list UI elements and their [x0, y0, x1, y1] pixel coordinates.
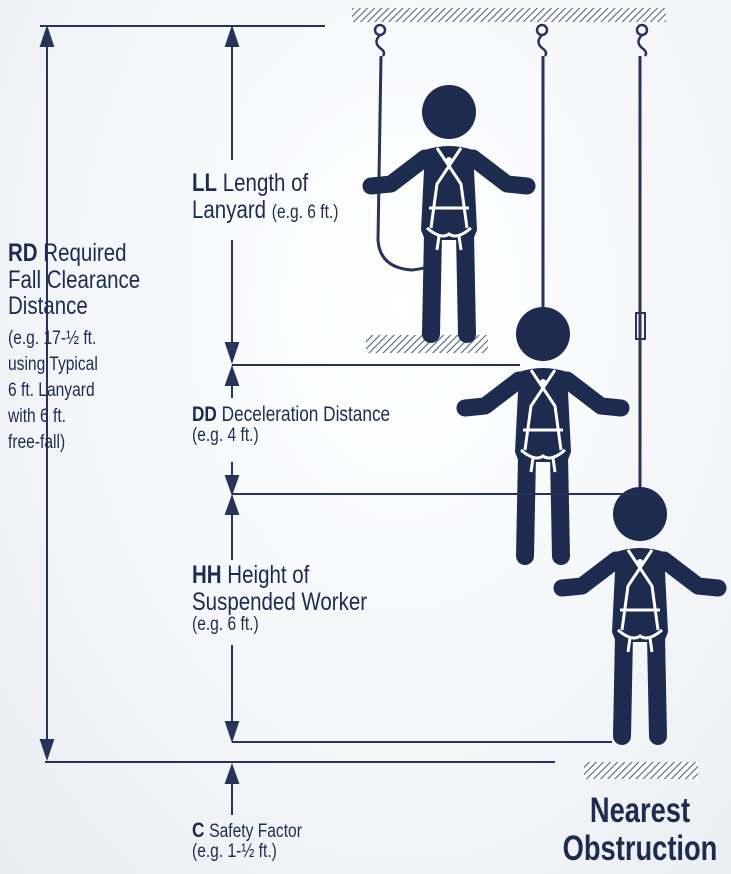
- ll-line1: Length of: [222, 169, 309, 197]
- shock-absorber: [635, 312, 646, 340]
- ll-code: LL: [192, 169, 218, 197]
- hh-label: HH Height of Suspended Worker (e.g. 6 ft…: [192, 562, 367, 635]
- reference-lines: [40, 25, 640, 763]
- c-text: Safety Factor: [209, 821, 302, 842]
- rd-code: RD: [8, 239, 38, 267]
- dimension-arrows: [39, 24, 240, 815]
- anchor-hooks: [373, 23, 649, 57]
- ll-example: (e.g. 6 ft.): [271, 201, 339, 223]
- hh-line1: Height of: [227, 561, 310, 589]
- worker-suspended: [562, 487, 718, 736]
- rd-note-1: using Typical: [8, 353, 98, 375]
- work-platform: [366, 335, 488, 353]
- ceiling-anchorage: [352, 8, 666, 22]
- rd-line3: Distance: [8, 292, 88, 320]
- hh-line2: Suspended Worker: [192, 587, 368, 616]
- rd-note-0: (e.g. 17-½ ft.: [8, 327, 97, 349]
- rd-note-4: free-fall): [8, 432, 66, 454]
- rd-note-3: with 6 ft.: [8, 406, 67, 428]
- obstruction-line2: Obstruction: [562, 828, 718, 868]
- dd-code: DD: [192, 403, 217, 426]
- c-label: C Safety Factor (e.g. 1-½ ft.): [192, 819, 302, 863]
- ll-label: LL Length of Lanyard (e.g. 6 ft.): [192, 170, 338, 223]
- worker-decelerating: [465, 307, 621, 556]
- rd-label: RD Required Fall Clearance Distance (e.g…: [8, 240, 140, 457]
- c-example: (e.g. 1-½ ft.): [192, 841, 277, 863]
- obstruction-line1: Nearest: [589, 791, 691, 830]
- hh-example: (e.g. 6 ft.): [192, 614, 259, 635]
- dd-example: (e.g. 4 ft.): [192, 425, 259, 447]
- rd-line1: Required: [43, 239, 127, 267]
- hh-code: HH: [192, 561, 222, 589]
- c-code: C: [192, 819, 205, 842]
- dd-text: Deceleration Distance: [221, 403, 391, 426]
- obstruction-surface: [584, 762, 698, 779]
- worker-standing: [371, 85, 527, 334]
- dd-label: DD Deceleration Distance (e.g. 4 ft.): [192, 403, 391, 447]
- rd-line2: Fall Clearance: [8, 265, 141, 294]
- rd-note-2: 6 ft. Lanyard: [8, 379, 95, 401]
- ll-line2: Lanyard: [192, 195, 267, 224]
- obstruction-label: Nearest Obstruction: [546, 792, 731, 868]
